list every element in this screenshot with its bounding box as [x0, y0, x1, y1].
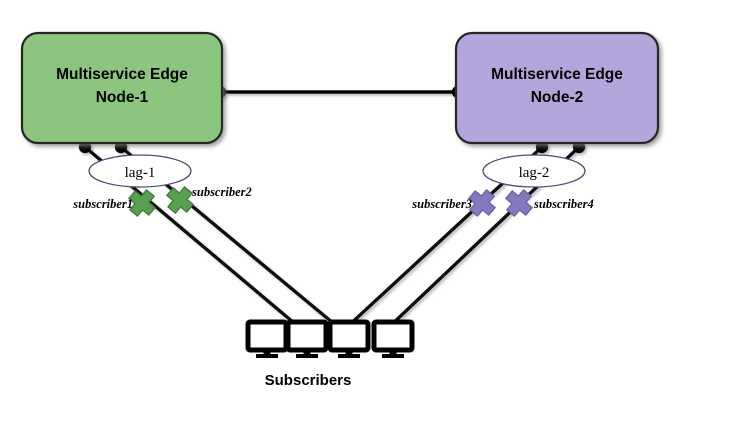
- monitor-base: [256, 354, 278, 358]
- monitor-base: [382, 354, 404, 358]
- monitor-2[interactable]: [285, 319, 329, 358]
- subscriber3-label: subscriber3: [411, 197, 472, 211]
- x-mark-icon: [467, 188, 497, 218]
- monitor-stand: [303, 350, 311, 355]
- x-mark-icon: [127, 188, 157, 218]
- monitor-4[interactable]: [371, 319, 415, 358]
- node-1-title-line2: Node-1: [96, 89, 149, 106]
- subscriber2-label: subscriber2: [191, 185, 252, 199]
- monitor-base: [296, 354, 318, 358]
- monitor-1[interactable]: [245, 319, 289, 358]
- subscriber4-label: subscriber4: [533, 197, 594, 211]
- lag-2-label: lag-2: [519, 165, 550, 181]
- subscriber3-marker-group[interactable]: subscriber3: [411, 185, 500, 222]
- x-mark-icon: [165, 185, 195, 215]
- lag-1-label: lag-1: [125, 165, 156, 181]
- monitor-icon: [371, 319, 415, 353]
- monitor-base: [338, 354, 360, 358]
- node-multiservice-edge-node-1[interactable]: Multiservice Edge Node-1: [20, 31, 224, 145]
- lag-1-group[interactable]: lag-1: [88, 154, 192, 188]
- node-2-shape: [454, 31, 660, 145]
- monitor-icon: [245, 319, 289, 353]
- subscriber2-marker-group[interactable]: subscriber2: [162, 182, 252, 219]
- monitor-3[interactable]: [327, 319, 371, 358]
- lag-2-group[interactable]: lag-2: [482, 154, 586, 188]
- monitor-icon: [285, 319, 329, 353]
- subscribers-group-label: Subscribers: [265, 372, 352, 389]
- subscriber4-marker-group[interactable]: subscriber4: [501, 185, 594, 222]
- lag-1-ellipse: [88, 154, 192, 188]
- interconnect-link: [213, 85, 465, 99]
- x-mark-icon: [504, 188, 534, 218]
- subscriber1-label: subscriber1: [72, 197, 133, 211]
- node-2-title-line2: Node-2: [531, 89, 584, 106]
- node-1-title-line1: Multiservice Edge: [56, 66, 188, 83]
- subscriber1-marker-group[interactable]: subscriber1: [72, 185, 160, 222]
- monitor-stand: [263, 350, 271, 355]
- node-2-title-line1: Multiservice Edge: [491, 66, 623, 83]
- node-1-shape: [20, 31, 224, 145]
- monitor-icon: [327, 319, 371, 353]
- node-multiservice-edge-node-2[interactable]: Multiservice Edge Node-2: [454, 31, 660, 145]
- lag-2-ellipse: [482, 154, 586, 188]
- monitor-stand: [345, 350, 353, 355]
- monitor-stand: [389, 350, 397, 355]
